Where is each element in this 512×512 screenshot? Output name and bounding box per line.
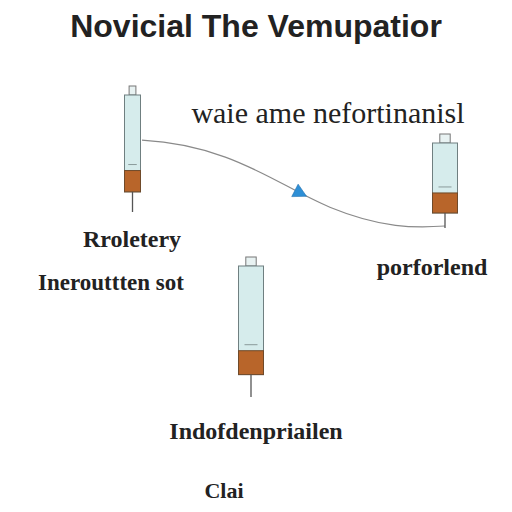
syringe-cap [129, 86, 136, 95]
label-text: waie ame nefortinanisl [191, 96, 464, 130]
syringe-tick [128, 164, 137, 165]
syringe-needle [444, 213, 445, 228]
curved-connector [142, 140, 445, 227]
syringe-node: porforlend [432, 134, 458, 228]
title: Novicial The Vemupatior [70, 8, 442, 45]
syringe-label: Indofdenpriailen [169, 418, 342, 445]
connector-line [142, 140, 445, 227]
label-text: Clai [204, 478, 243, 504]
syringe-cap [246, 257, 256, 266]
syringe-barrel [125, 95, 141, 192]
syringe-needle [250, 375, 251, 397]
syringe-label: Rroletery [83, 226, 181, 253]
syringe-plunger [239, 351, 264, 375]
syringe-plunger [125, 171, 141, 192]
syringe-symbol [124, 86, 141, 212]
syringe-tick [439, 186, 452, 187]
syringe-symbol [432, 134, 458, 228]
syringe-tick [245, 344, 258, 345]
arrowhead [292, 184, 307, 196]
syringe-cap [440, 134, 450, 143]
syringe-needle [132, 192, 133, 212]
syringe-symbol [238, 257, 264, 397]
syringe-barrel [239, 266, 264, 375]
syringe-node: Indofdenpriailen [238, 257, 264, 397]
syringe-node: Rroletery [124, 86, 141, 212]
label-text: Inerouttten sot [38, 270, 184, 296]
syringe-plunger [433, 193, 458, 213]
syringe-barrel [433, 143, 458, 213]
syringe-label: porforlend [377, 254, 488, 281]
